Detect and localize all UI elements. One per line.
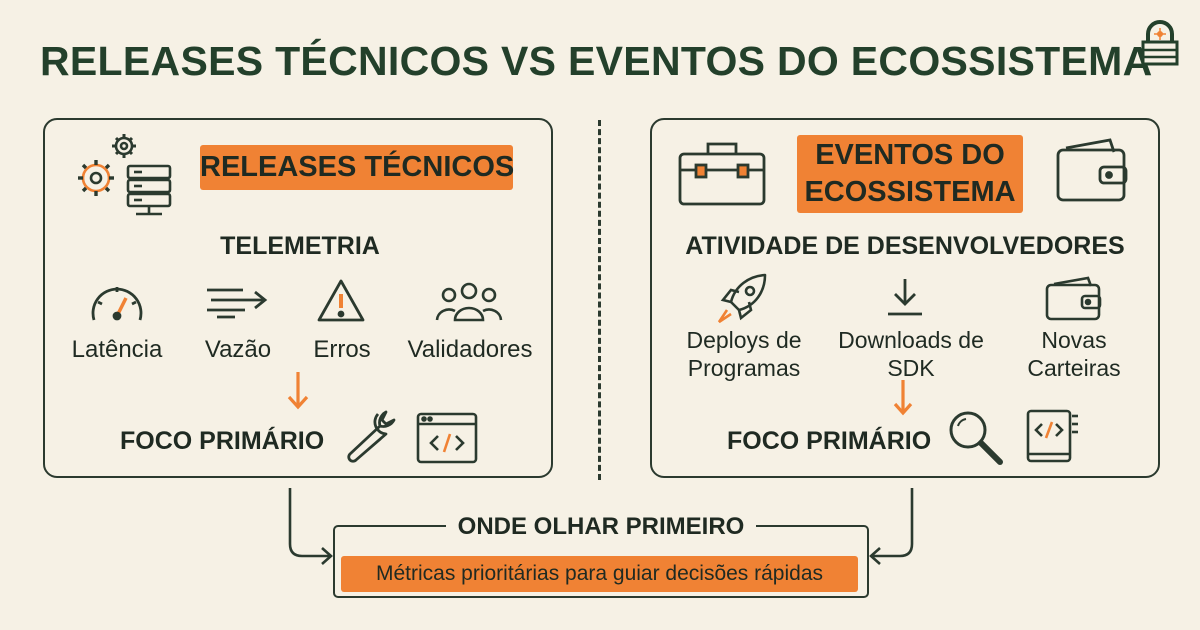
metric-new-wallets: Novas Carteiras xyxy=(1027,327,1121,381)
panel-divider xyxy=(598,120,601,480)
wallet-icon xyxy=(1054,138,1130,204)
releases-tag: RELEASES TÉCNICOS xyxy=(200,145,514,190)
page-title: RELEASES TÉCNICOS VS EVENTOS DO ECOSSIST… xyxy=(40,38,1153,84)
where-to-look-title-wrap: ONDE OLHAR PRIMEIRO xyxy=(333,513,869,541)
warning-icon xyxy=(316,278,366,324)
telemetry-heading: TELEMETRIA xyxy=(220,232,380,260)
metric-program-deploys: Deploys de Programas xyxy=(686,327,802,381)
right-focus-label: FOCO PRIMÁRIO xyxy=(727,427,932,455)
right-connector-arrow xyxy=(868,486,924,566)
down-arrow-icon xyxy=(284,370,312,410)
rocket-icon xyxy=(715,272,769,324)
gears-server-icon xyxy=(76,128,176,216)
left-connector-arrow xyxy=(280,486,336,566)
left-focus-label: FOCO PRIMÁRIO xyxy=(120,427,325,455)
wind-icon xyxy=(205,284,271,320)
download-icon xyxy=(884,276,926,318)
ecosystem-panel xyxy=(650,118,1160,478)
metric-validators: Validadores xyxy=(407,336,533,363)
developer-activity-heading: ATIVIDADE DE DESENVOLVEDORES xyxy=(685,232,1125,260)
speedometer-icon xyxy=(88,278,146,326)
metric-throughput: Vazão xyxy=(204,336,272,363)
releases-panel xyxy=(43,118,553,478)
down-arrow-icon-right xyxy=(890,378,916,416)
priority-metrics-highlight: Métricas prioritárias para guiar decisõe… xyxy=(341,556,858,592)
code-book-icon xyxy=(1024,408,1080,466)
wallet-small-icon xyxy=(1044,276,1104,322)
where-to-look-title: ONDE OLHAR PRIMEIRO xyxy=(445,513,757,540)
toolbox-icon xyxy=(676,138,768,208)
metric-sdk-downloads: Downloads de SDK xyxy=(838,327,984,381)
metric-errors: Erros xyxy=(313,336,371,363)
magnifier-icon xyxy=(946,408,1006,466)
code-window-icon xyxy=(416,412,478,464)
wrench-icon xyxy=(344,408,400,464)
lock-logo-icon xyxy=(1138,20,1182,72)
users-icon xyxy=(435,282,503,324)
ecosystem-tag: EVENTOS DO ECOSSISTEMA xyxy=(797,135,1023,213)
metric-latency: Latência xyxy=(71,336,163,363)
